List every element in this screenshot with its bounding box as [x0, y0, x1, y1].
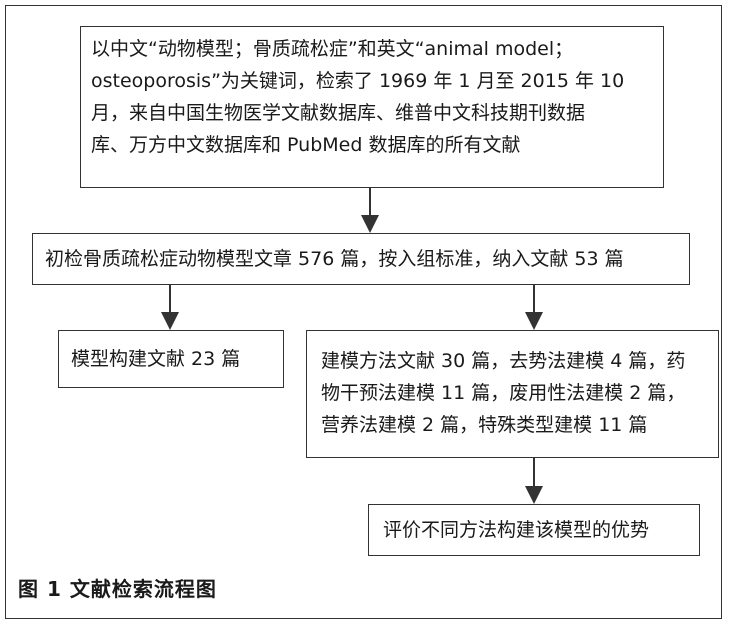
search-criteria-line-2: osteoporosis”为关键词，检索了 1969 年 1 月至 2015 年…: [91, 70, 625, 92]
modeling-methods-line-3: 营养法建模 2 篇，特殊类型建模 11 篇: [321, 414, 648, 436]
figure-frame: [5, 5, 722, 619]
arrow-search-to-initial: [361, 188, 379, 233]
search-criteria-line-1: 以中文“动物模型；骨质疏松症”和英文“animal model；: [91, 38, 574, 60]
search-criteria-box: 以中文“动物模型；骨质疏松症”和英文“animal model； osteopo…: [80, 26, 664, 188]
modeling-methods-line-1: 建模方法文献 30 篇，去势法建模 4 篇，药: [321, 350, 686, 372]
evaluation-text: 评价不同方法构建该模型的优势: [383, 519, 650, 541]
arrow-initial-to-model: [161, 285, 179, 330]
evaluation-box: 评价不同方法构建该模型的优势: [368, 504, 700, 556]
modeling-methods-box: 建模方法文献 30 篇，去势法建模 4 篇，药 物干预法建模 11 篇，废用性法…: [306, 330, 719, 458]
modeling-methods-line-2: 物干预法建模 11 篇，废用性法建模 2 篇，: [321, 382, 686, 404]
initial-screening-text: 初检骨质疏松症动物模型文章 576 篇，按入组标准，纳入文献 53 篇: [45, 248, 624, 270]
arrow-initial-to-methods: [525, 285, 543, 330]
model-construction-text: 模型构建文献 23 篇: [71, 348, 241, 370]
arrow-methods-to-evaluation: [525, 458, 543, 504]
search-criteria-line-3: 月，来自中国生物医学文献数据库、维普中文科技期刊数据: [91, 102, 586, 124]
figure-caption: 图 1 文献检索流程图: [18, 577, 217, 601]
initial-screening-box: 初检骨质疏松症动物模型文章 576 篇，按入组标准，纳入文献 53 篇: [32, 233, 690, 285]
search-criteria-line-4: 库、万方中文数据库和 PubMed 数据库的所有文献: [91, 134, 521, 156]
model-construction-box: 模型构建文献 23 篇: [58, 330, 284, 388]
